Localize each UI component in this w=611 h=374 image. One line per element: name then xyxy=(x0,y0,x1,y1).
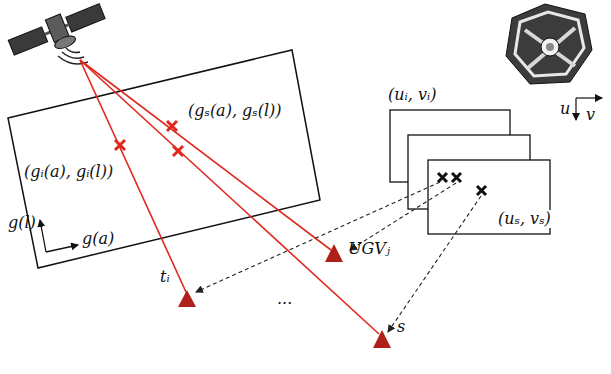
target-label: s xyxy=(395,318,407,336)
image-plane xyxy=(8,50,320,268)
image-coordinate: (gₛ(a), gₛ(l)) xyxy=(186,102,284,120)
image-points xyxy=(115,121,183,156)
drone-icon xyxy=(506,4,592,84)
target-label: UGVⱼ xyxy=(346,240,392,258)
ground-targets xyxy=(178,244,391,348)
axis-label: g(l) xyxy=(6,214,38,232)
image-coordinate: (uₛ, vₛ) xyxy=(496,210,553,228)
signal-arcs xyxy=(58,48,88,64)
axis-label: v xyxy=(584,106,597,124)
target-label: tᵢ xyxy=(158,268,172,286)
frame-points xyxy=(438,173,486,195)
image-coordinate: (gᵢ(a), gᵢ(l)) xyxy=(22,163,115,181)
satellite-icon xyxy=(6,0,109,66)
satellite-rays xyxy=(80,60,379,334)
ellipsis: ... xyxy=(275,290,294,308)
projection-arrows xyxy=(196,182,481,332)
axis-label: u xyxy=(558,100,572,118)
image-coordinate: (uᵢ, vᵢ) xyxy=(386,86,438,104)
axis-label: g(a) xyxy=(80,230,116,248)
